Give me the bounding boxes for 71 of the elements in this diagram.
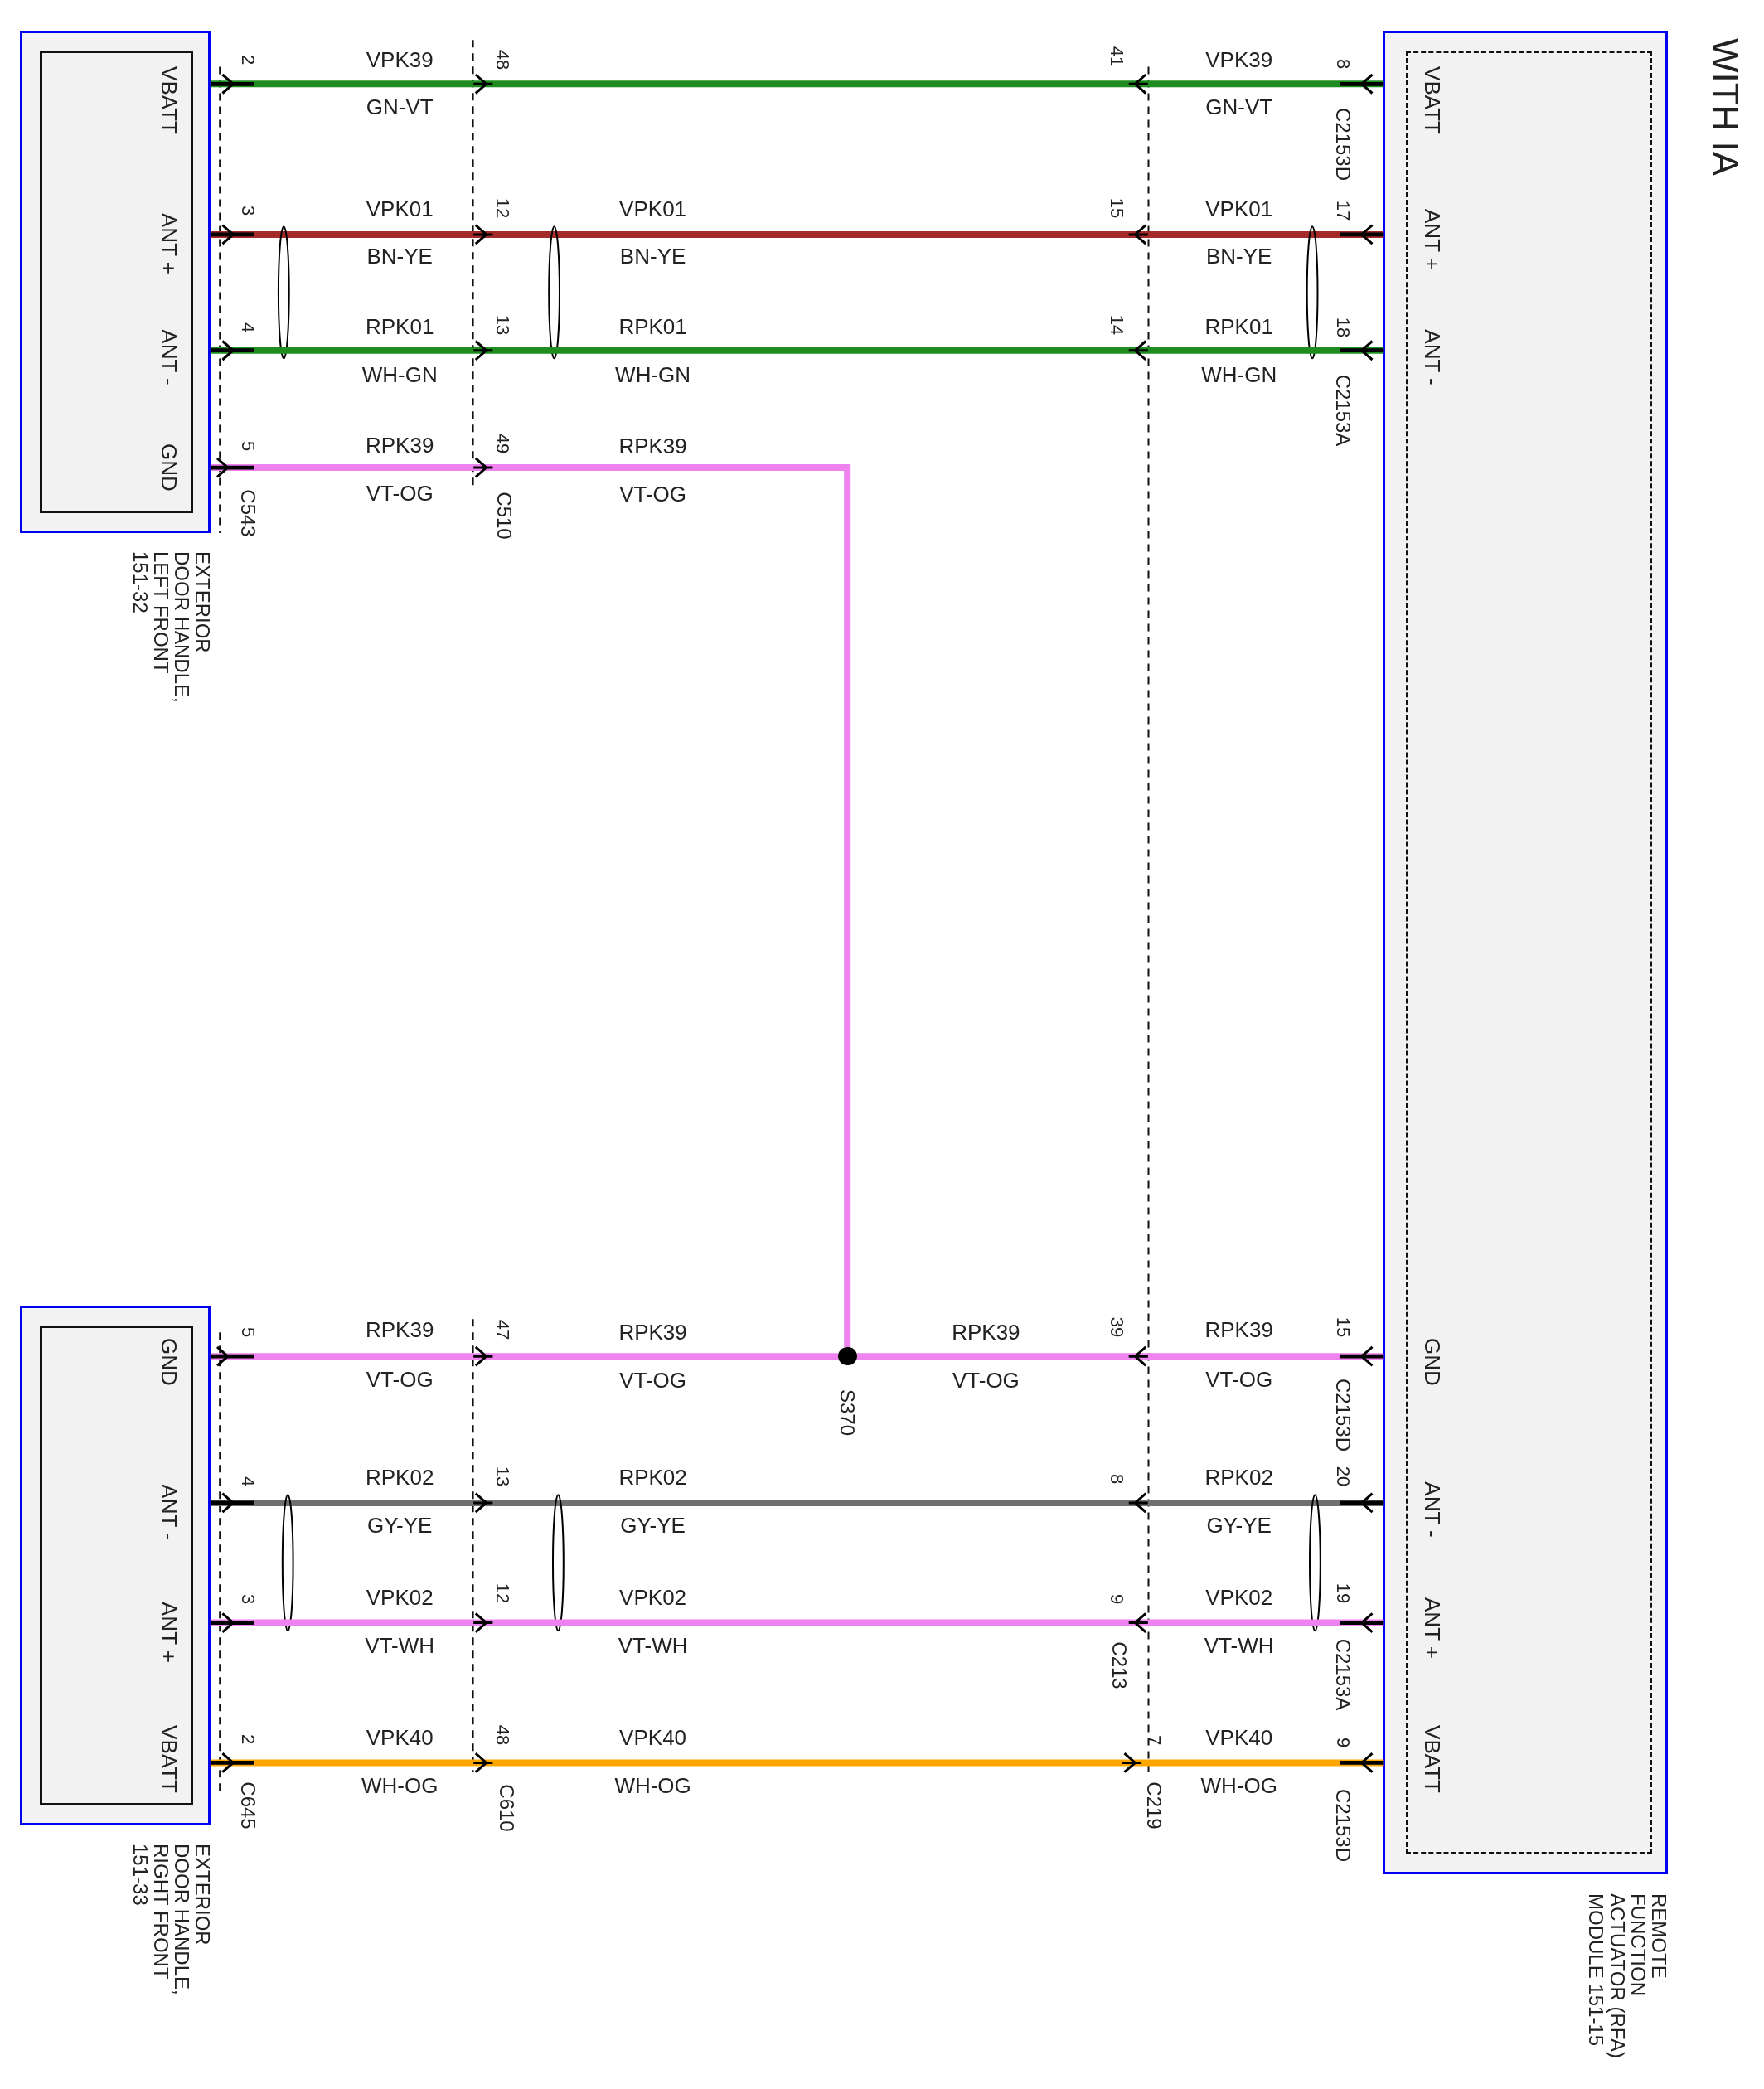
pin-name: VBATT: [158, 1724, 181, 1793]
pin-number: 5: [238, 441, 257, 452]
pin-number: 41: [1107, 46, 1126, 66]
option-note: WITH IA: [1707, 37, 1744, 176]
connector-id: C2153A: [1333, 374, 1354, 447]
pin-name: ANT +: [158, 1601, 181, 1663]
pin-name: ANT -: [1421, 1481, 1443, 1538]
pin-number: 8: [1334, 58, 1353, 70]
pin-number: 18: [1334, 317, 1353, 338]
component-name: EXTERIOR DOOR HANDLE, RIGHT FRONT 151-33: [129, 1844, 214, 1998]
pin-number: 15: [1334, 1316, 1353, 1338]
pin-name: ANT +: [1421, 1597, 1443, 1660]
pin-name: VBATT: [1421, 65, 1443, 134]
connector-id: C2153A: [1333, 1638, 1354, 1711]
pin-number: 9: [1107, 1593, 1126, 1604]
pin-number: 7: [1144, 1734, 1163, 1746]
pin-number: 2: [238, 55, 257, 65]
pin-name: ANT -: [158, 329, 181, 385]
pin-name: GND: [158, 1337, 181, 1386]
pin-name: GND: [158, 443, 181, 492]
wire: [210, 224, 1384, 360]
connector-id: C510: [493, 492, 514, 540]
pin-number: 48: [492, 1724, 511, 1745]
pin-number: 39: [1107, 1316, 1126, 1338]
pin-number: 14: [1107, 314, 1126, 336]
pin-number: 3: [238, 1593, 257, 1604]
wire: [856, 1345, 1384, 1367]
pin-number: 17: [1334, 200, 1353, 221]
connector-id: C213: [1109, 1641, 1130, 1689]
wire: [210, 457, 851, 1347]
pin-number: 49: [492, 433, 511, 454]
pin-name: ANT +: [158, 213, 181, 275]
wire: [210, 1612, 1384, 1634]
splice-id: S370: [837, 1389, 858, 1436]
pin-number: 13: [492, 314, 511, 336]
connector-id: C219: [1143, 1781, 1164, 1830]
connector-id: C610: [496, 1784, 516, 1832]
component-name: EXTERIOR DOOR HANDLE, LEFT FRONT 151-32: [129, 551, 214, 705]
wire: [210, 1752, 1384, 1774]
pin-number: 47: [492, 1319, 511, 1340]
pin-number: 8: [1107, 1473, 1126, 1485]
pin-number: 12: [492, 1583, 511, 1604]
pin-number: 12: [492, 197, 511, 218]
pin-number: 4: [238, 1476, 257, 1487]
pin-number: 48: [492, 50, 511, 70]
pin-name: VBATT: [1421, 1724, 1443, 1793]
wire: [210, 1492, 1384, 1632]
pin-number: 20: [1334, 1466, 1353, 1487]
pin-number: 9: [1334, 1738, 1353, 1748]
pin-name: ANT -: [158, 1484, 181, 1540]
connector-id: C2153D: [1333, 107, 1354, 181]
pin-number: 15: [1107, 197, 1126, 218]
connector-id: C2153D: [1333, 1378, 1354, 1452]
pin-name: GND: [1421, 1337, 1443, 1386]
pin-number: 3: [238, 205, 257, 216]
splice-dot: [838, 1346, 857, 1366]
component-name: REMOTE FUNCTION ACTUATOR (RFA) MODULE 151-15: [1586, 1893, 1670, 2060]
pin-number: 4: [238, 322, 257, 333]
connector-id: C645: [237, 1781, 258, 1830]
pin-number: 5: [238, 1327, 257, 1338]
pin-name: ANT -: [1421, 329, 1443, 385]
pin-number: 13: [492, 1466, 511, 1487]
wire: [210, 1345, 838, 1367]
pin-number: 2: [238, 1733, 257, 1744]
connector-id: C543: [237, 489, 258, 537]
wire: [210, 73, 1384, 95]
pin-number: 19: [1334, 1583, 1353, 1604]
connector-id: C2153D: [1333, 1788, 1354, 1862]
pin-name: VBATT: [158, 65, 181, 134]
pin-name: ANT +: [1421, 209, 1443, 271]
wire: [210, 340, 1384, 361]
